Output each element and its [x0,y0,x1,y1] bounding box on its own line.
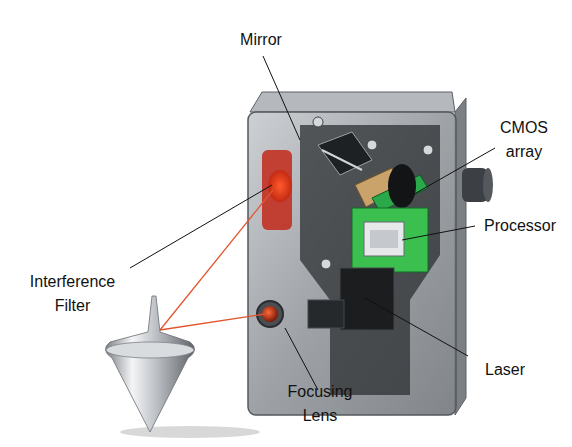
interference-filter [268,170,292,202]
leader-line [263,56,300,140]
housing-top [250,92,455,112]
filter-window [262,150,292,230]
laser-mount [308,300,344,328]
reflected-beam [160,190,273,330]
screw [321,259,331,269]
spinning-top-rim [106,342,194,358]
internal-frame [300,125,440,395]
processor-chip [364,222,404,256]
part-label: Focusing Lens [270,380,370,428]
leader-line [365,298,468,356]
processor-die [370,230,398,248]
screw [423,145,433,155]
part-label: Interference Filter [10,270,135,318]
leader-line [285,328,318,390]
cable-connector-end [483,168,493,202]
leader-line [402,226,475,240]
part-label: Mirror [226,28,296,52]
leader-line [130,185,272,268]
spinning-top [105,296,194,432]
mirror [318,132,372,175]
housing-front [248,112,456,415]
pcb [352,208,428,272]
shadow [120,426,260,438]
part-label: Laser [470,358,540,382]
leader-line [395,148,495,205]
mirror-surface [322,150,362,170]
part-label: Processor [470,214,570,238]
part-label: CMOS array [490,116,558,164]
laser-beam [160,314,265,330]
screw [313,117,323,127]
screw [367,140,377,150]
